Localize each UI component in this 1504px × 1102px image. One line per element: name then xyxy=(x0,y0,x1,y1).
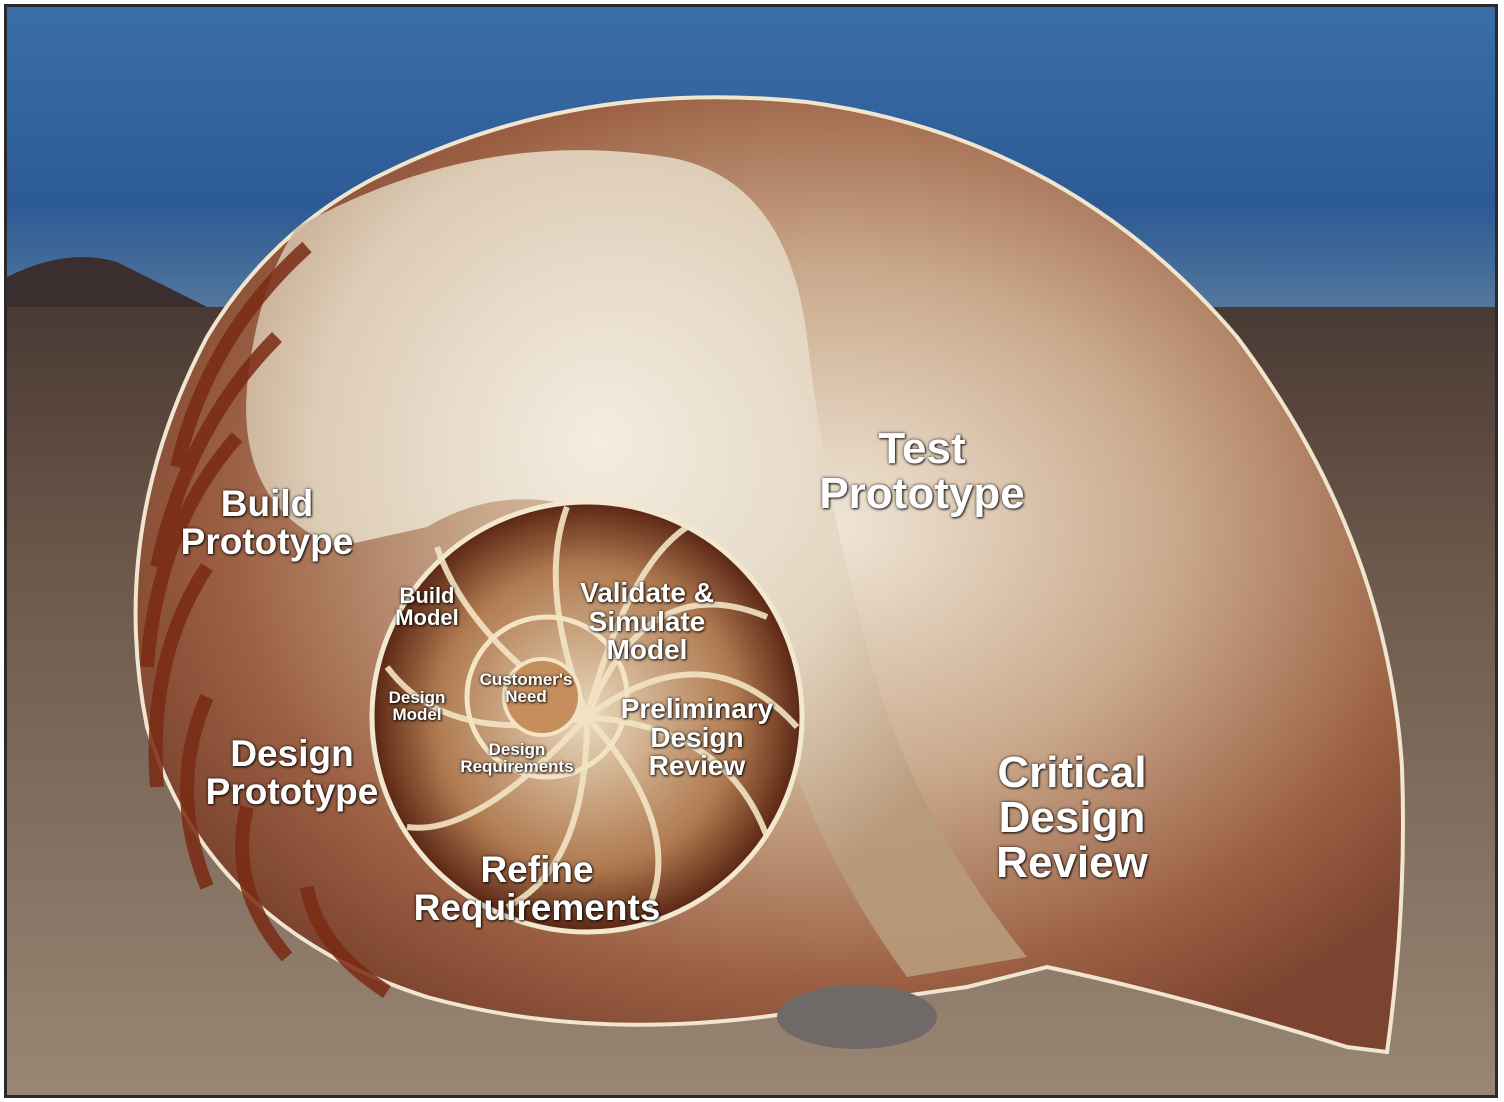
label-build-model: Build Model xyxy=(382,585,472,630)
label-design-prototype: Design Prototype xyxy=(182,735,402,810)
label-refine-requirements: Refine Requirements xyxy=(402,851,672,926)
label-preliminary-design-review: Preliminary Design Review xyxy=(597,695,797,781)
label-design-model: Design Model xyxy=(377,689,457,724)
label-test-prototype: Test Prototype xyxy=(807,427,1037,517)
label-customers-need: Customer's Need xyxy=(473,671,579,706)
figure-frame: Test Prototype Critical Design Review Bu… xyxy=(4,4,1498,1098)
label-validate-simulate-model: Validate & Simulate Model xyxy=(562,579,732,665)
pebble xyxy=(777,985,937,1049)
label-critical-design-review: Critical Design Review xyxy=(967,751,1177,886)
label-build-prototype: Build Prototype xyxy=(147,485,387,560)
label-design-requirements: Design Requirements xyxy=(437,741,597,776)
